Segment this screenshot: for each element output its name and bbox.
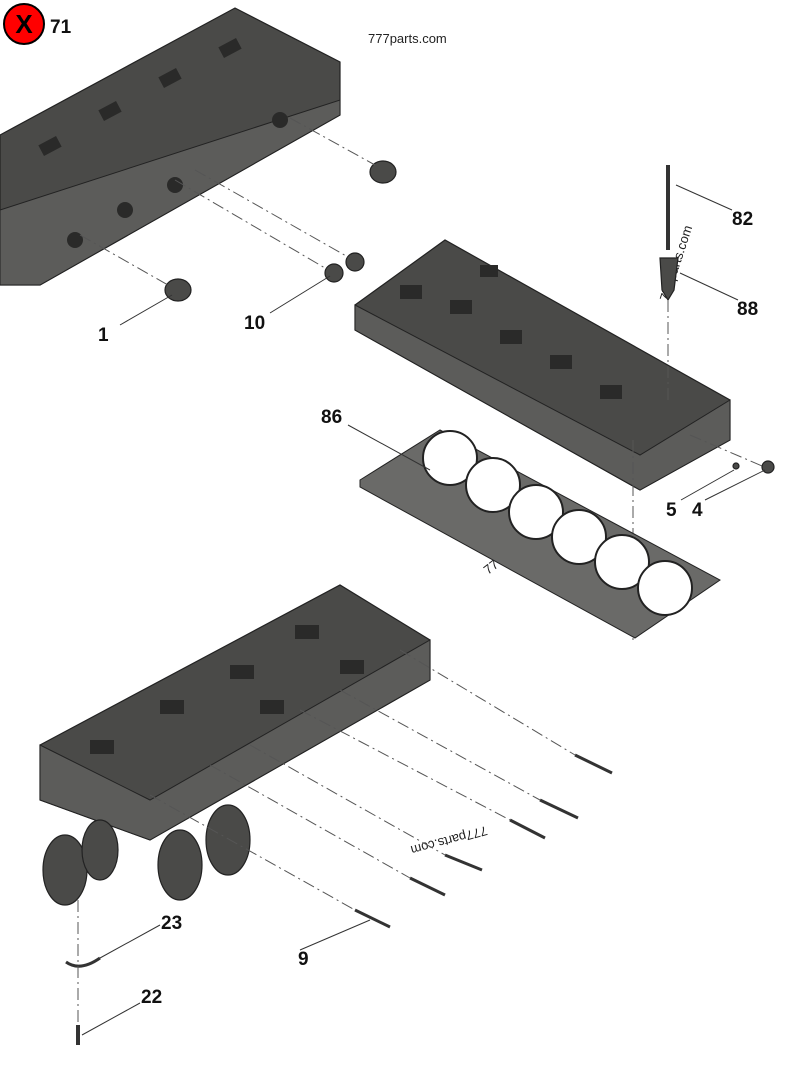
badge-number: 71 [50,17,72,38]
cylinder-head-right[interactable] [354,239,731,491]
plug-part-10b[interactable] [345,252,365,272]
remove-badge[interactable]: X [3,3,45,45]
plug-part-4[interactable] [761,460,775,474]
plug-part[interactable] [369,160,397,184]
callout-4[interactable]: 4 [692,500,703,521]
cylinder-head-upper [0,7,341,286]
callout-22[interactable]: 22 [141,987,162,1008]
head-gasket-part-86[interactable] [359,429,721,639]
head-bolts-part-9[interactable] [354,753,613,929]
callout-88[interactable]: 88 [737,299,758,320]
engine-block-assembly[interactable] [39,584,431,906]
callout-23[interactable]: 23 [161,913,182,934]
part-5[interactable] [732,462,740,470]
callout-10[interactable]: 10 [244,313,265,334]
clip-part-23[interactable] [65,956,101,968]
callout-1[interactable]: 1 [98,325,109,346]
watermark: 777parts.com [409,823,489,858]
callout-9[interactable]: 9 [298,949,309,970]
plug-part-1[interactable] [164,278,192,302]
callout-82[interactable]: 82 [732,209,753,230]
callout-86[interactable]: 86 [321,407,342,428]
red-x-circle-icon [3,3,45,45]
bracket-part-88[interactable] [659,257,679,302]
x-glyph: X [15,9,33,39]
callout-5[interactable]: 5 [666,500,677,521]
plug-part-10[interactable] [324,263,344,283]
watermark: 777parts.com [368,31,447,46]
